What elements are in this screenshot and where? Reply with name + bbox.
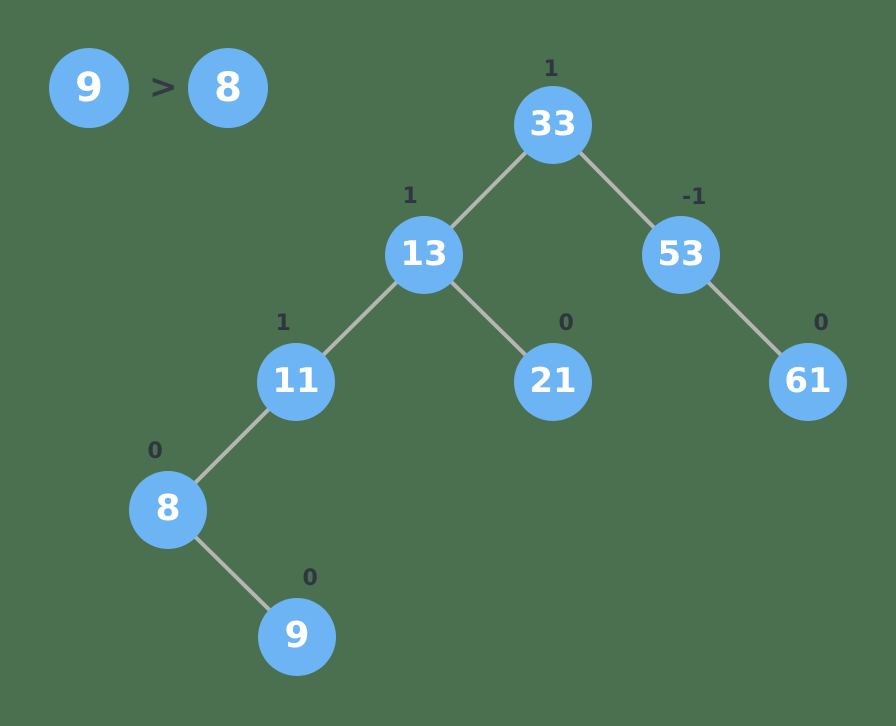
tree-node-value: 11 [272,361,320,401]
comparison-operator: > [149,67,178,107]
tree-node-8[interactable]: 8 [129,471,207,549]
balance-factor-13: 1 [402,184,418,209]
tree-node-61[interactable]: 61 [769,343,847,421]
tree-node-value: 8 [155,488,181,529]
comparison-right-value: 8 [214,65,242,111]
tree-node-value: 53 [657,234,705,274]
balance-factor-33: 1 [543,57,559,82]
tree-node-value: 61 [784,361,832,401]
balance-factor-11: 1 [275,311,291,336]
tree-node-53[interactable]: 53 [642,216,720,294]
comparison-left-node[interactable]: 9 [49,48,129,128]
comparison-right-node[interactable]: 8 [188,48,268,128]
balance-factor-21: 0 [558,311,574,336]
balance-factor-61: 0 [813,311,829,336]
balance-factor-8: 0 [147,439,163,464]
tree-node-value: 9 [284,615,310,656]
tree-node-9[interactable]: 9 [258,598,336,676]
tree-node-33[interactable]: 33 [514,86,592,164]
balance-factor-9: 0 [302,566,318,591]
balance-factor-53: -1 [682,185,707,210]
comparison-left-value: 9 [75,65,103,111]
tree-node-value: 13 [400,234,448,274]
tree-node-value: 33 [529,104,577,144]
tree-node-11[interactable]: 11 [257,343,335,421]
tree-node-value: 21 [529,361,577,401]
tree-node-21[interactable]: 21 [514,343,592,421]
tree-node-13[interactable]: 13 [385,216,463,294]
